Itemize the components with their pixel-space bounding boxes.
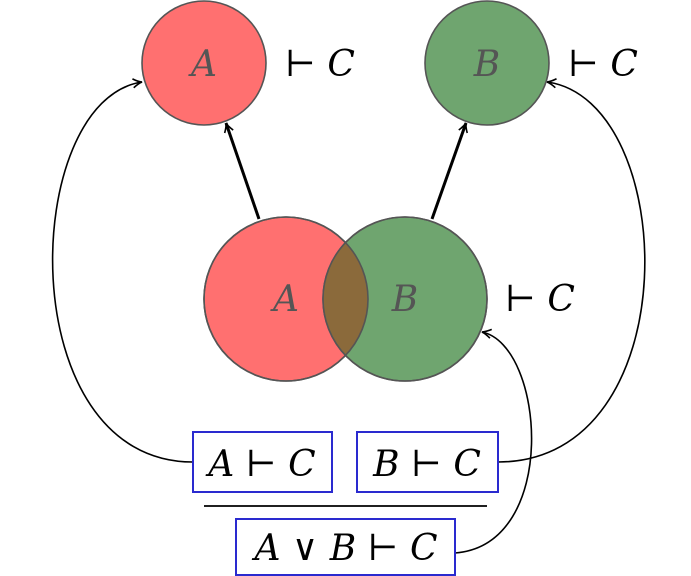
center-entails: ⊢ C: [505, 279, 575, 320]
center-label-a: A: [270, 279, 299, 320]
conclusion-text: A ∨ B ⊢ C: [251, 528, 437, 569]
top-right-group: B ⊢ C: [424, 0, 638, 126]
top-left-circle-label: A: [188, 44, 217, 85]
arrow-center-to-top-right: [430, 122, 469, 220]
arrow-center-to-top-left: [223, 122, 261, 220]
top-right-circle-label: B: [473, 44, 500, 85]
center-venn: A B ⊢ C: [203, 216, 575, 382]
top-right-circle-b: [424, 0, 550, 126]
top-left-entails: ⊢ C: [285, 44, 355, 85]
curve-conclusion-to-center: [454, 328, 533, 554]
curve-premise-b-to-top-right: [497, 78, 646, 463]
top-left-group: A ⊢ C: [141, 0, 355, 126]
curve-premise-a-to-top-left: [51, 78, 194, 463]
premise-box-b: B ⊢ C: [356, 431, 499, 493]
center-label-b: B: [391, 279, 418, 320]
top-left-circle-a: [141, 0, 267, 126]
premise-box-a: A ⊢ C: [192, 431, 333, 493]
top-right-entails: ⊢ C: [568, 44, 638, 85]
premise-b-text: B ⊢ C: [372, 444, 481, 485]
conclusion-box: A ∨ B ⊢ C: [235, 518, 456, 576]
premise-a-text: A ⊢ C: [205, 444, 315, 485]
